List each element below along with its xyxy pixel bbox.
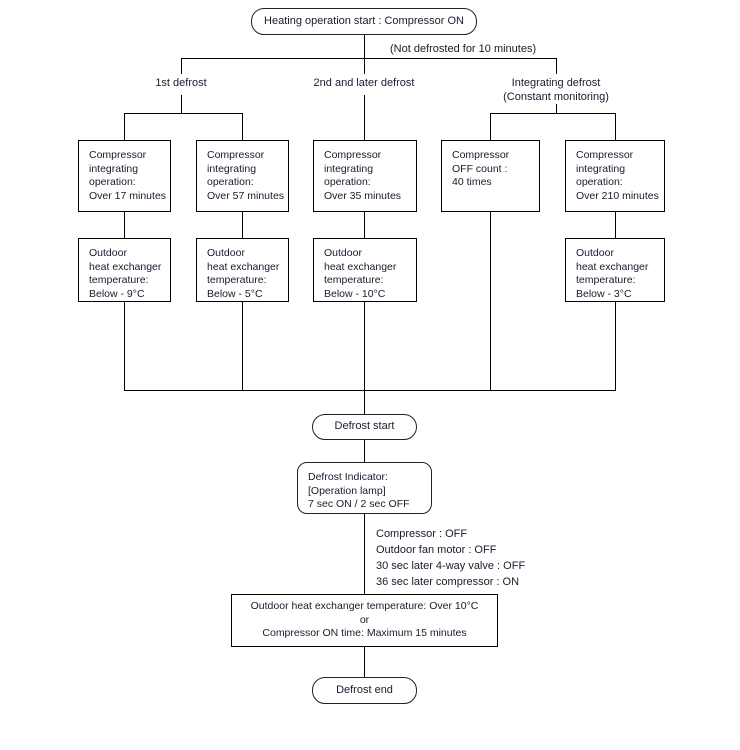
node-temperature-condition-col-5[interactable]: Outdoor heat exchanger temperature: Belo… <box>565 238 665 302</box>
node-compressor-condition-col-1-label: Compressor integrating operation: Over 1… <box>89 149 167 202</box>
node-defrost-indicator[interactable]: Defrost Indicator: [Operation lamp] 7 se… <box>297 462 432 514</box>
connector-first-defrost-stem <box>181 95 182 113</box>
node-defrost-end-condition-label: Outdoor heat exchanger temperature: Over… <box>250 600 479 640</box>
connector-col-1-row1-to-row2 <box>124 212 125 238</box>
node-temperature-condition-col-2[interactable]: Outdoor heat exchanger temperature: Belo… <box>196 238 289 302</box>
annotation-defrost-actions: Compressor : OFF Outdoor fan motor : OFF… <box>376 528 526 588</box>
node-compressor-condition-col-3-label: Compressor integrating operation: Over 3… <box>324 149 402 202</box>
node-heating-operation-start[interactable]: Heating operation start : Compressor ON <box>251 8 477 35</box>
branch-label-integrating-defrost: Integrating defrost (Constant monitoring… <box>503 77 609 103</box>
connector-branchbar-to-first-defrost <box>181 58 182 74</box>
branch-bar-level1 <box>181 58 557 59</box>
node-compressor-condition-col-1[interactable]: Compressor integrating operation: Over 1… <box>78 140 171 212</box>
connector-col-2-to-merge <box>242 302 243 390</box>
connector-split-to-col-1 <box>124 113 125 140</box>
connector-col-3-to-merge <box>364 302 365 390</box>
node-compressor-condition-col-2-label: Compressor integrating operation: Over 5… <box>207 149 285 202</box>
connector-merge-to-defrost-start <box>364 390 365 414</box>
connector-split-to-col-5 <box>615 113 616 140</box>
annotation-not-defrosted: (Not defrosted for 10 minutes) <box>390 43 537 55</box>
merge-bar <box>124 390 616 391</box>
node-defrost-start-label: Defrost start <box>334 420 395 433</box>
connector-col-4-row1-to-merge <box>490 212 491 390</box>
node-compressor-condition-col-2[interactable]: Compressor integrating operation: Over 5… <box>196 140 289 212</box>
node-temperature-condition-col-3[interactable]: Outdoor heat exchanger temperature: Belo… <box>313 238 417 302</box>
connector-col-2-row1-to-row2 <box>242 212 243 238</box>
connector-col-1-to-merge <box>124 302 125 390</box>
node-compressor-off-count-col-4-label: Compressor OFF count : 40 times <box>452 149 510 188</box>
node-defrost-end-label: Defrost end <box>336 683 393 696</box>
node-temperature-condition-col-5-label: Outdoor heat exchanger temperature: Belo… <box>576 247 649 300</box>
split-bar-first-defrost <box>124 113 243 114</box>
node-heating-operation-start-label: Heating operation start : Compressor ON <box>264 14 464 27</box>
connector-col-3-row1-to-row2 <box>364 212 365 238</box>
node-defrost-start[interactable]: Defrost start <box>312 414 417 440</box>
connector-second-defrost-to-col-3 <box>364 95 365 140</box>
connector-split-to-col-4 <box>490 113 491 140</box>
node-compressor-condition-col-5-label: Compressor integrating operation: Over 2… <box>576 149 659 202</box>
node-temperature-condition-col-3-label: Outdoor heat exchanger temperature: Belo… <box>324 247 397 300</box>
node-compressor-off-count-col-4[interactable]: Compressor OFF count : 40 times <box>441 140 540 212</box>
node-defrost-end-condition[interactable]: Outdoor heat exchanger temperature: Over… <box>231 594 498 647</box>
connector-branchbar-to-second-defrost <box>364 58 365 74</box>
connector-defrost-start-to-indicator <box>364 440 365 462</box>
connector-indicator-to-end-condition <box>364 514 365 594</box>
node-temperature-condition-col-1[interactable]: Outdoor heat exchanger temperature: Belo… <box>78 238 171 302</box>
connector-branchbar-to-integrating-defrost <box>556 58 557 74</box>
node-defrost-end[interactable]: Defrost end <box>312 677 417 704</box>
branch-label-second-and-later-defrost: 2nd and later defrost <box>313 77 415 89</box>
node-temperature-condition-col-2-label: Outdoor heat exchanger temperature: Belo… <box>207 247 280 300</box>
connector-col-5-row1-to-row2 <box>615 212 616 238</box>
node-compressor-condition-col-3[interactable]: Compressor integrating operation: Over 3… <box>313 140 417 212</box>
node-temperature-condition-col-1-label: Outdoor heat exchanger temperature: Belo… <box>89 247 162 300</box>
branch-label-first-defrost: 1st defrost <box>155 77 207 89</box>
split-bar-integrating-defrost <box>490 113 615 114</box>
node-defrost-indicator-label: Defrost Indicator: [Operation lamp] 7 se… <box>308 471 410 510</box>
node-compressor-condition-col-5[interactable]: Compressor integrating operation: Over 2… <box>565 140 665 212</box>
connector-end-condition-to-defrost-end <box>364 647 365 677</box>
connector-col-5-to-merge <box>615 302 616 390</box>
connector-split-to-col-2 <box>242 113 243 140</box>
connector-start-to-branchbar <box>364 35 365 59</box>
connector-integrating-defrost-stem <box>556 104 557 113</box>
